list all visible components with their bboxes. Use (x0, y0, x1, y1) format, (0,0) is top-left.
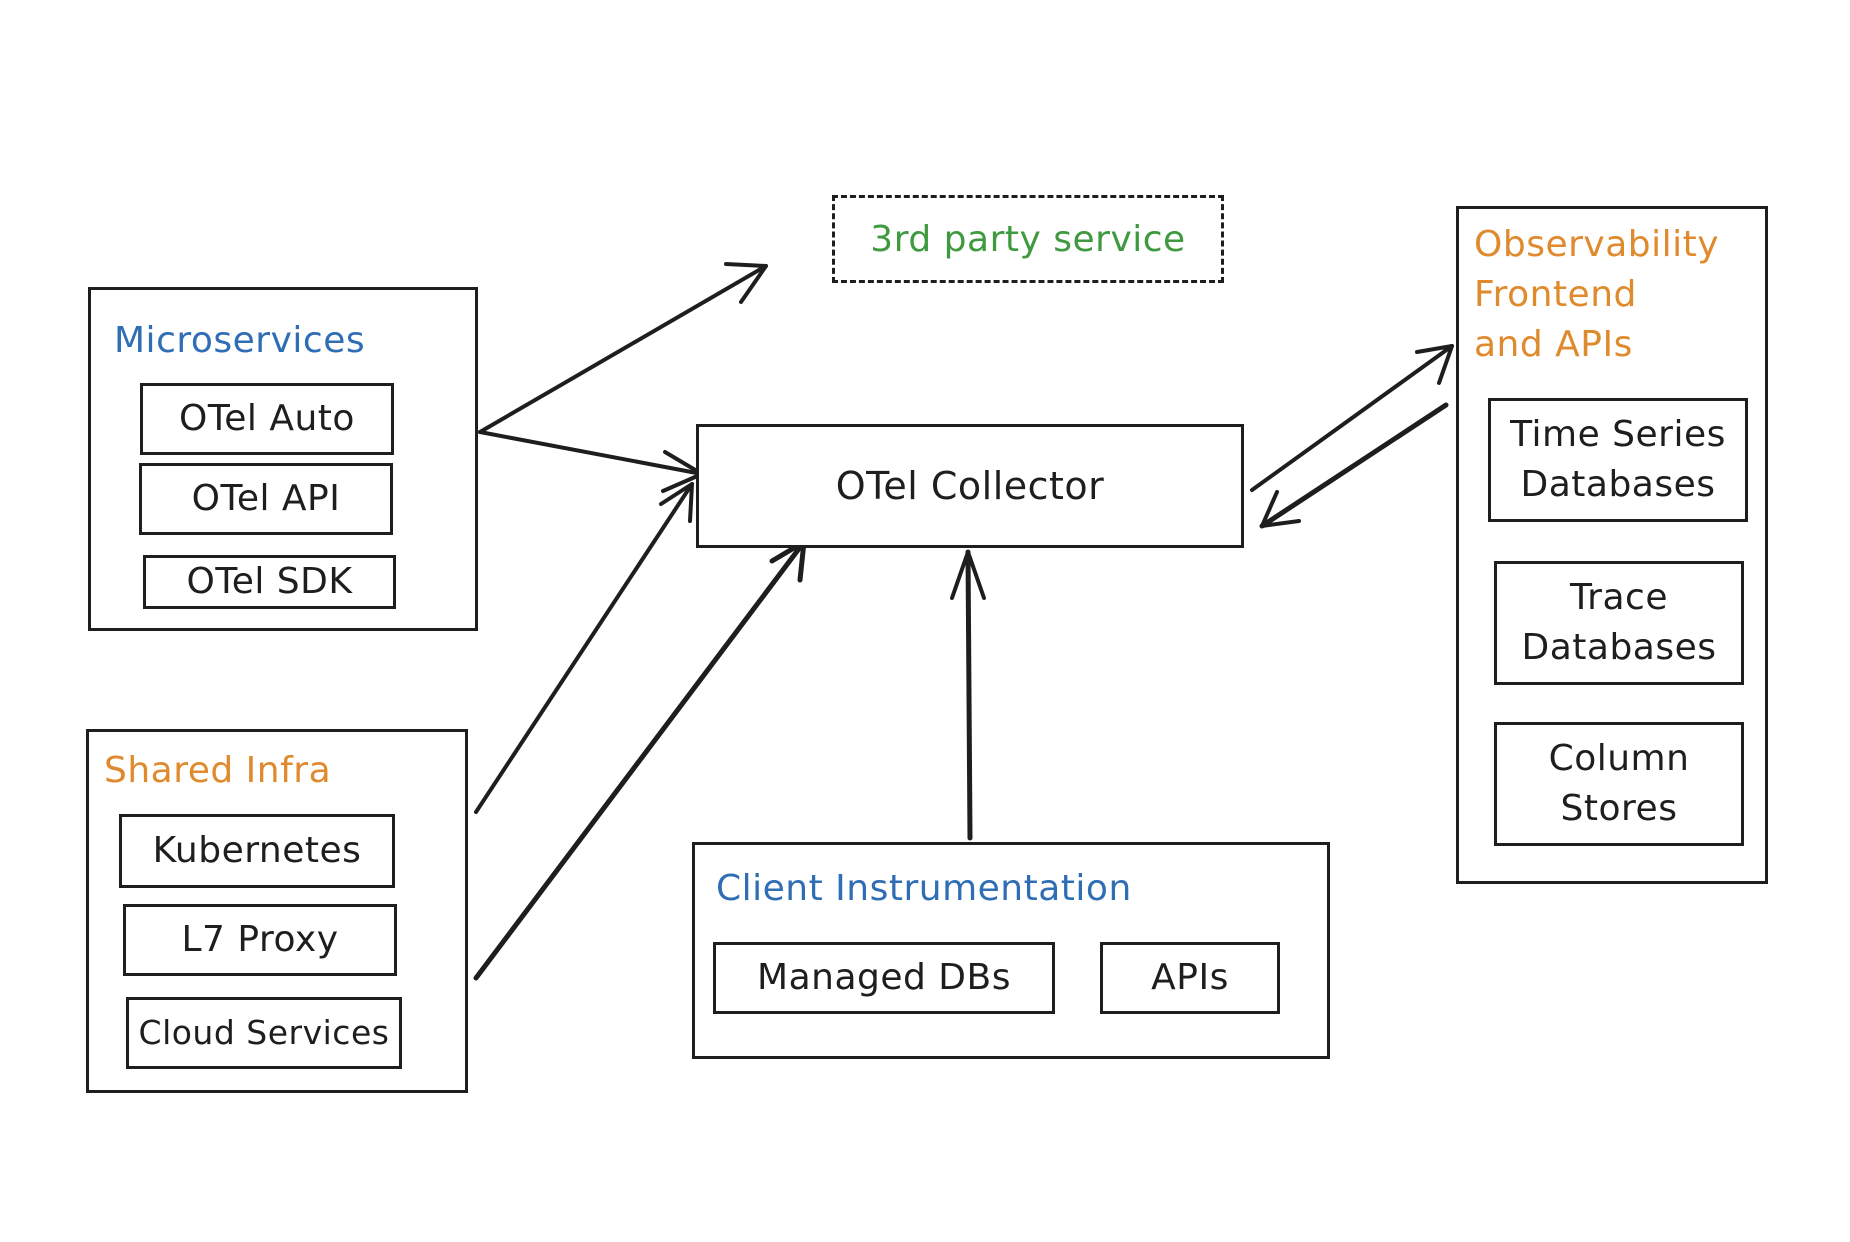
observability-title-line-2: Frontend (1474, 274, 1637, 315)
kubernetes-box: Kubernetes (119, 814, 395, 888)
third-party-service-label: 3rd party service (870, 218, 1186, 260)
observability-title-line-3: and APIs (1474, 324, 1633, 365)
arrow-observability-to-collector (1259, 402, 1449, 529)
otel-collector-label: OTel Collector (835, 464, 1105, 508)
arrow-microservices-to-third-party (478, 262, 768, 434)
otel-api-box: OTel API (139, 463, 393, 535)
trace-databases-box: Trace Databases (1494, 561, 1744, 685)
otel-collector-box: OTel Collector (696, 424, 1244, 548)
time-series-databases-line-2: Databases (1520, 464, 1716, 505)
apis-box: APIs (1100, 942, 1280, 1014)
arrow-microservices-to-collector (478, 430, 704, 493)
column-stores-line-1: Column (1548, 738, 1690, 779)
cloud-services-box: Cloud Services (126, 997, 402, 1069)
column-stores-line-2: Stores (1560, 788, 1678, 829)
otel-auto-box: OTel Auto (140, 383, 394, 455)
otel-sdk-box: OTel SDK (143, 555, 396, 609)
l7-proxy-box: L7 Proxy (123, 904, 397, 976)
third-party-service-box: 3rd party service (832, 195, 1224, 283)
shared-infra-title: Shared Infra (104, 750, 332, 791)
trace-databases-line-1: Trace (1569, 577, 1668, 618)
time-series-databases-box: Time Series Databases (1488, 398, 1748, 522)
arrow-collector-to-observability (1250, 344, 1454, 492)
client-instrumentation-title: Client Instrumentation (716, 868, 1132, 909)
managed-dbs-box: Managed DBs (713, 942, 1055, 1014)
observability-title-line-1: Observability (1474, 224, 1720, 265)
column-stores-box: Column Stores (1494, 722, 1744, 846)
trace-databases-line-2: Databases (1521, 627, 1717, 668)
arrow-shared-infra-to-collector-1 (474, 482, 694, 814)
time-series-databases-line-1: Time Series (1510, 414, 1726, 455)
microservices-title: Microservices (114, 320, 366, 361)
arrow-client-to-collector (950, 549, 986, 841)
